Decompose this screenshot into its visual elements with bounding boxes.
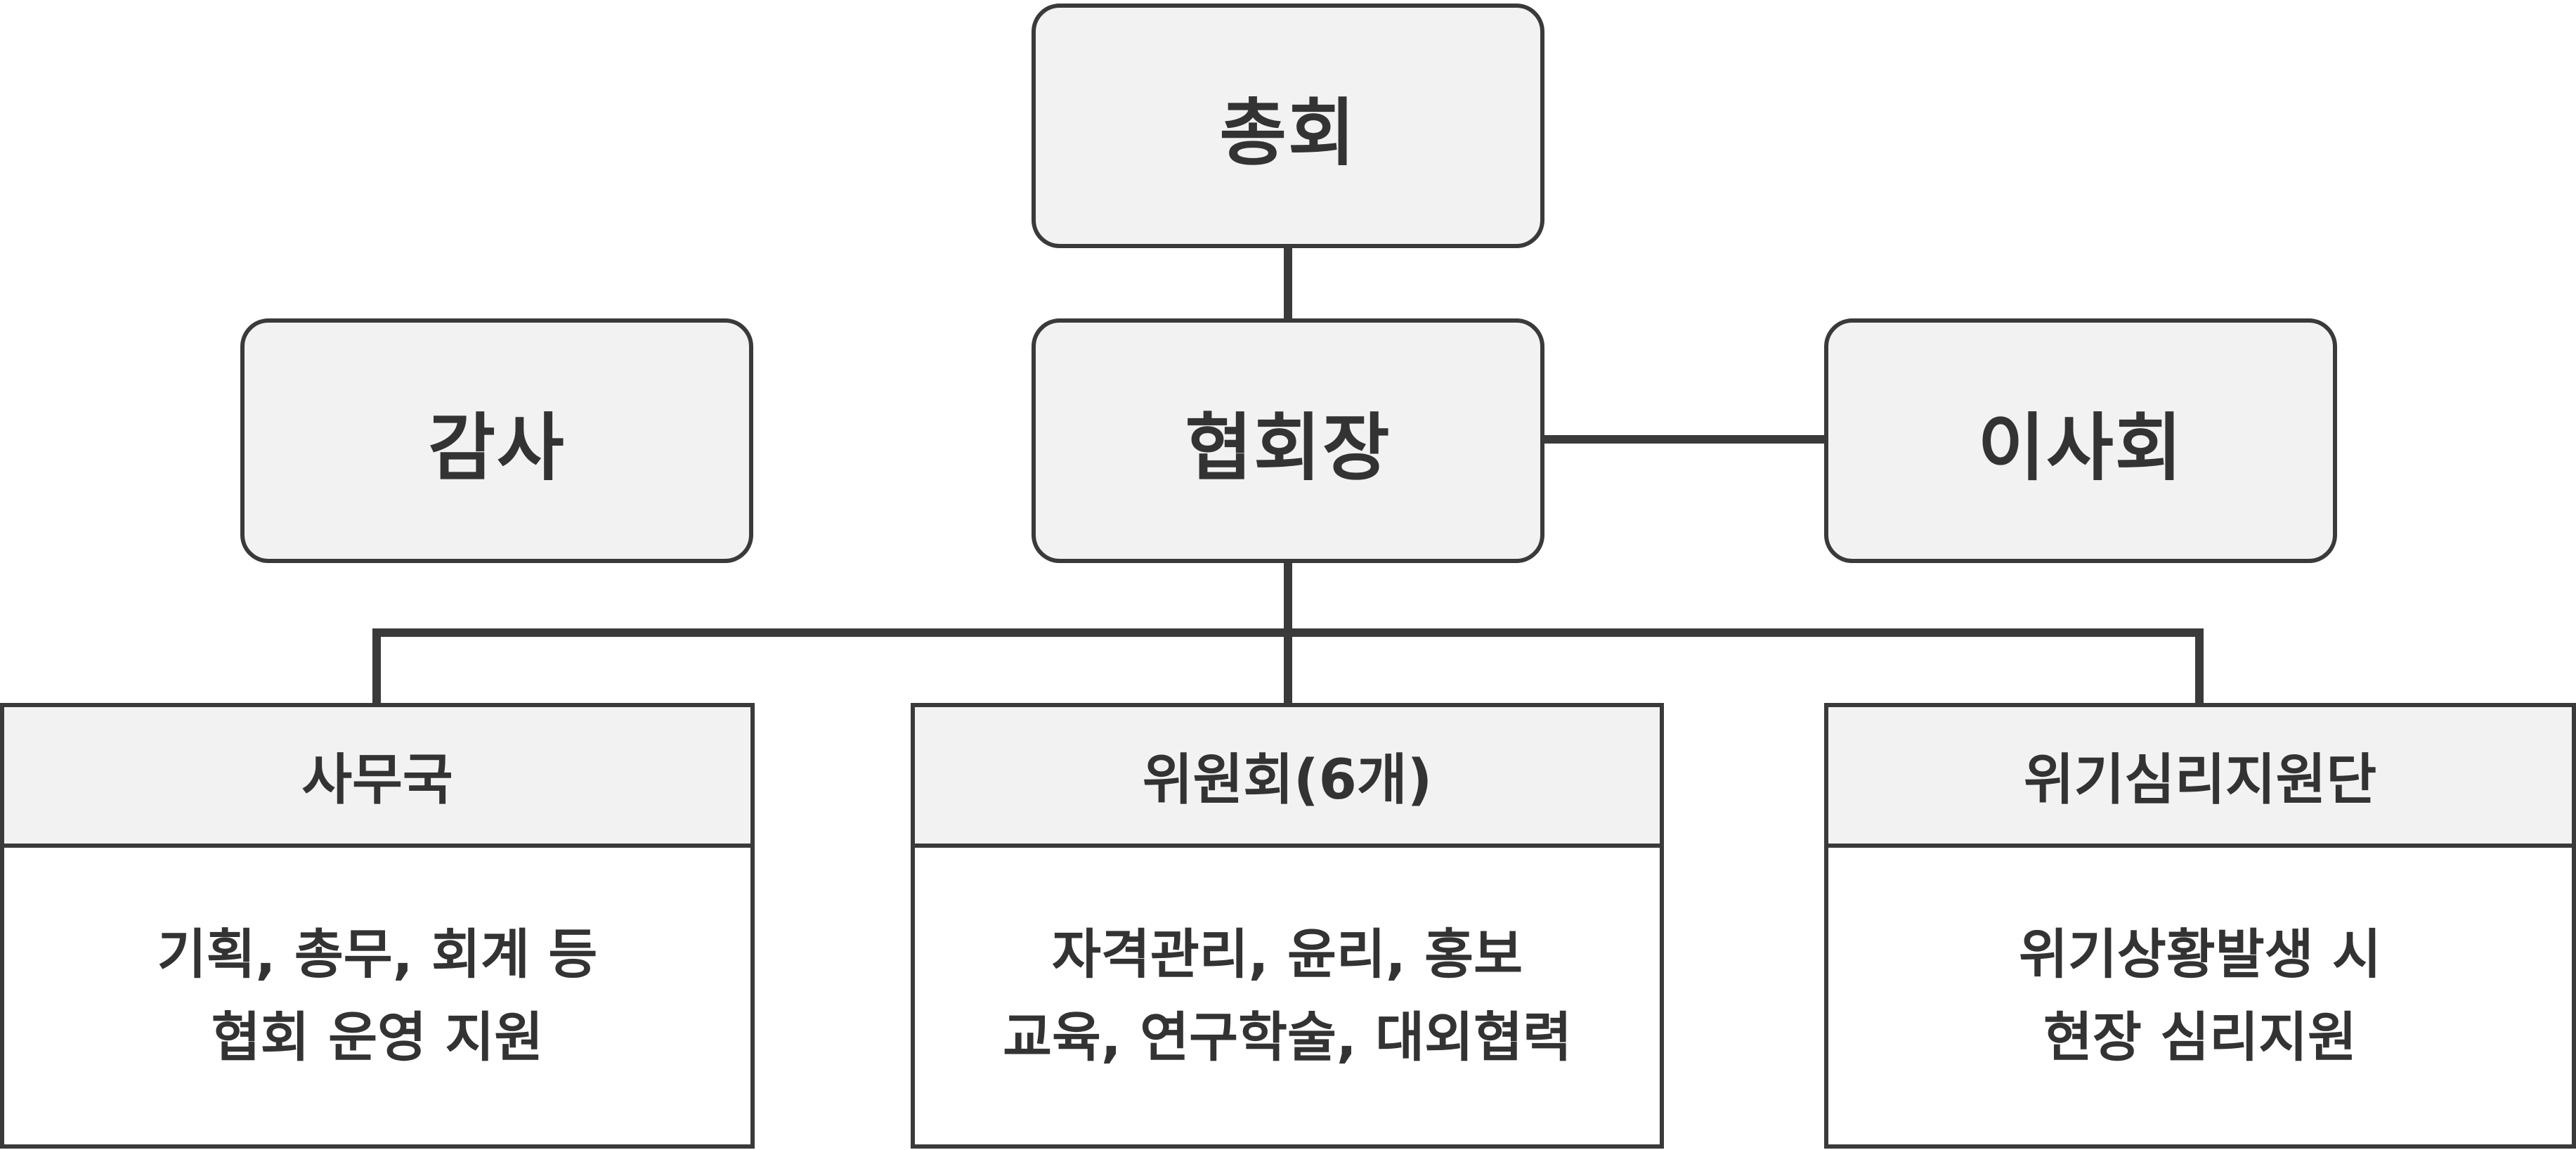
crisis-support-description: 위기상황발생 시 현장 심리지원 [1828, 848, 2572, 1144]
secretariat-line-1: 기획, 총무, 회계 등 [157, 923, 598, 986]
secretariat-title: 사무국 [4, 707, 750, 848]
president-label: 협회장 [1185, 404, 1391, 491]
audit-box: 감사 [240, 318, 753, 563]
general-assembly-label: 총회 [1219, 89, 1357, 176]
general-assembly-box: 총회 [1032, 4, 1544, 248]
secretariat-description: 기획, 총무, 회계 등 협회 운영 지원 [4, 848, 750, 1144]
secretariat-panel: 사무국 기획, 총무, 회계 등 협회 운영 지원 [0, 703, 755, 1149]
committee-panel: 위원회(6개) 자격관리, 윤리, 홍보 교육, 연구학술, 대외협력 [911, 703, 1664, 1149]
crisis-support-title: 위기심리지원단 [1828, 707, 2572, 848]
committee-line-2: 교육, 연구학술, 대외협력 [1003, 1006, 1572, 1068]
secretariat-line-2: 협회 운영 지원 [211, 1006, 544, 1068]
board-label: 이사회 [1977, 404, 2184, 491]
crisis-support-panel: 위기심리지원단 위기상황발생 시 현장 심리지원 [1824, 703, 2576, 1149]
crisis-support-line-1: 위기상황발생 시 [2019, 923, 2381, 986]
crisis-support-line-2: 현장 심리지원 [2043, 1006, 2357, 1068]
committee-title: 위원회(6개) [915, 707, 1660, 848]
president-box: 협회장 [1032, 318, 1544, 563]
board-box: 이사회 [1824, 318, 2337, 563]
committee-line-1: 자격관리, 윤리, 홍보 [1051, 923, 1523, 986]
audit-label: 감사 [428, 404, 566, 491]
committee-description: 자격관리, 윤리, 홍보 교육, 연구학술, 대외협력 [915, 848, 1660, 1144]
